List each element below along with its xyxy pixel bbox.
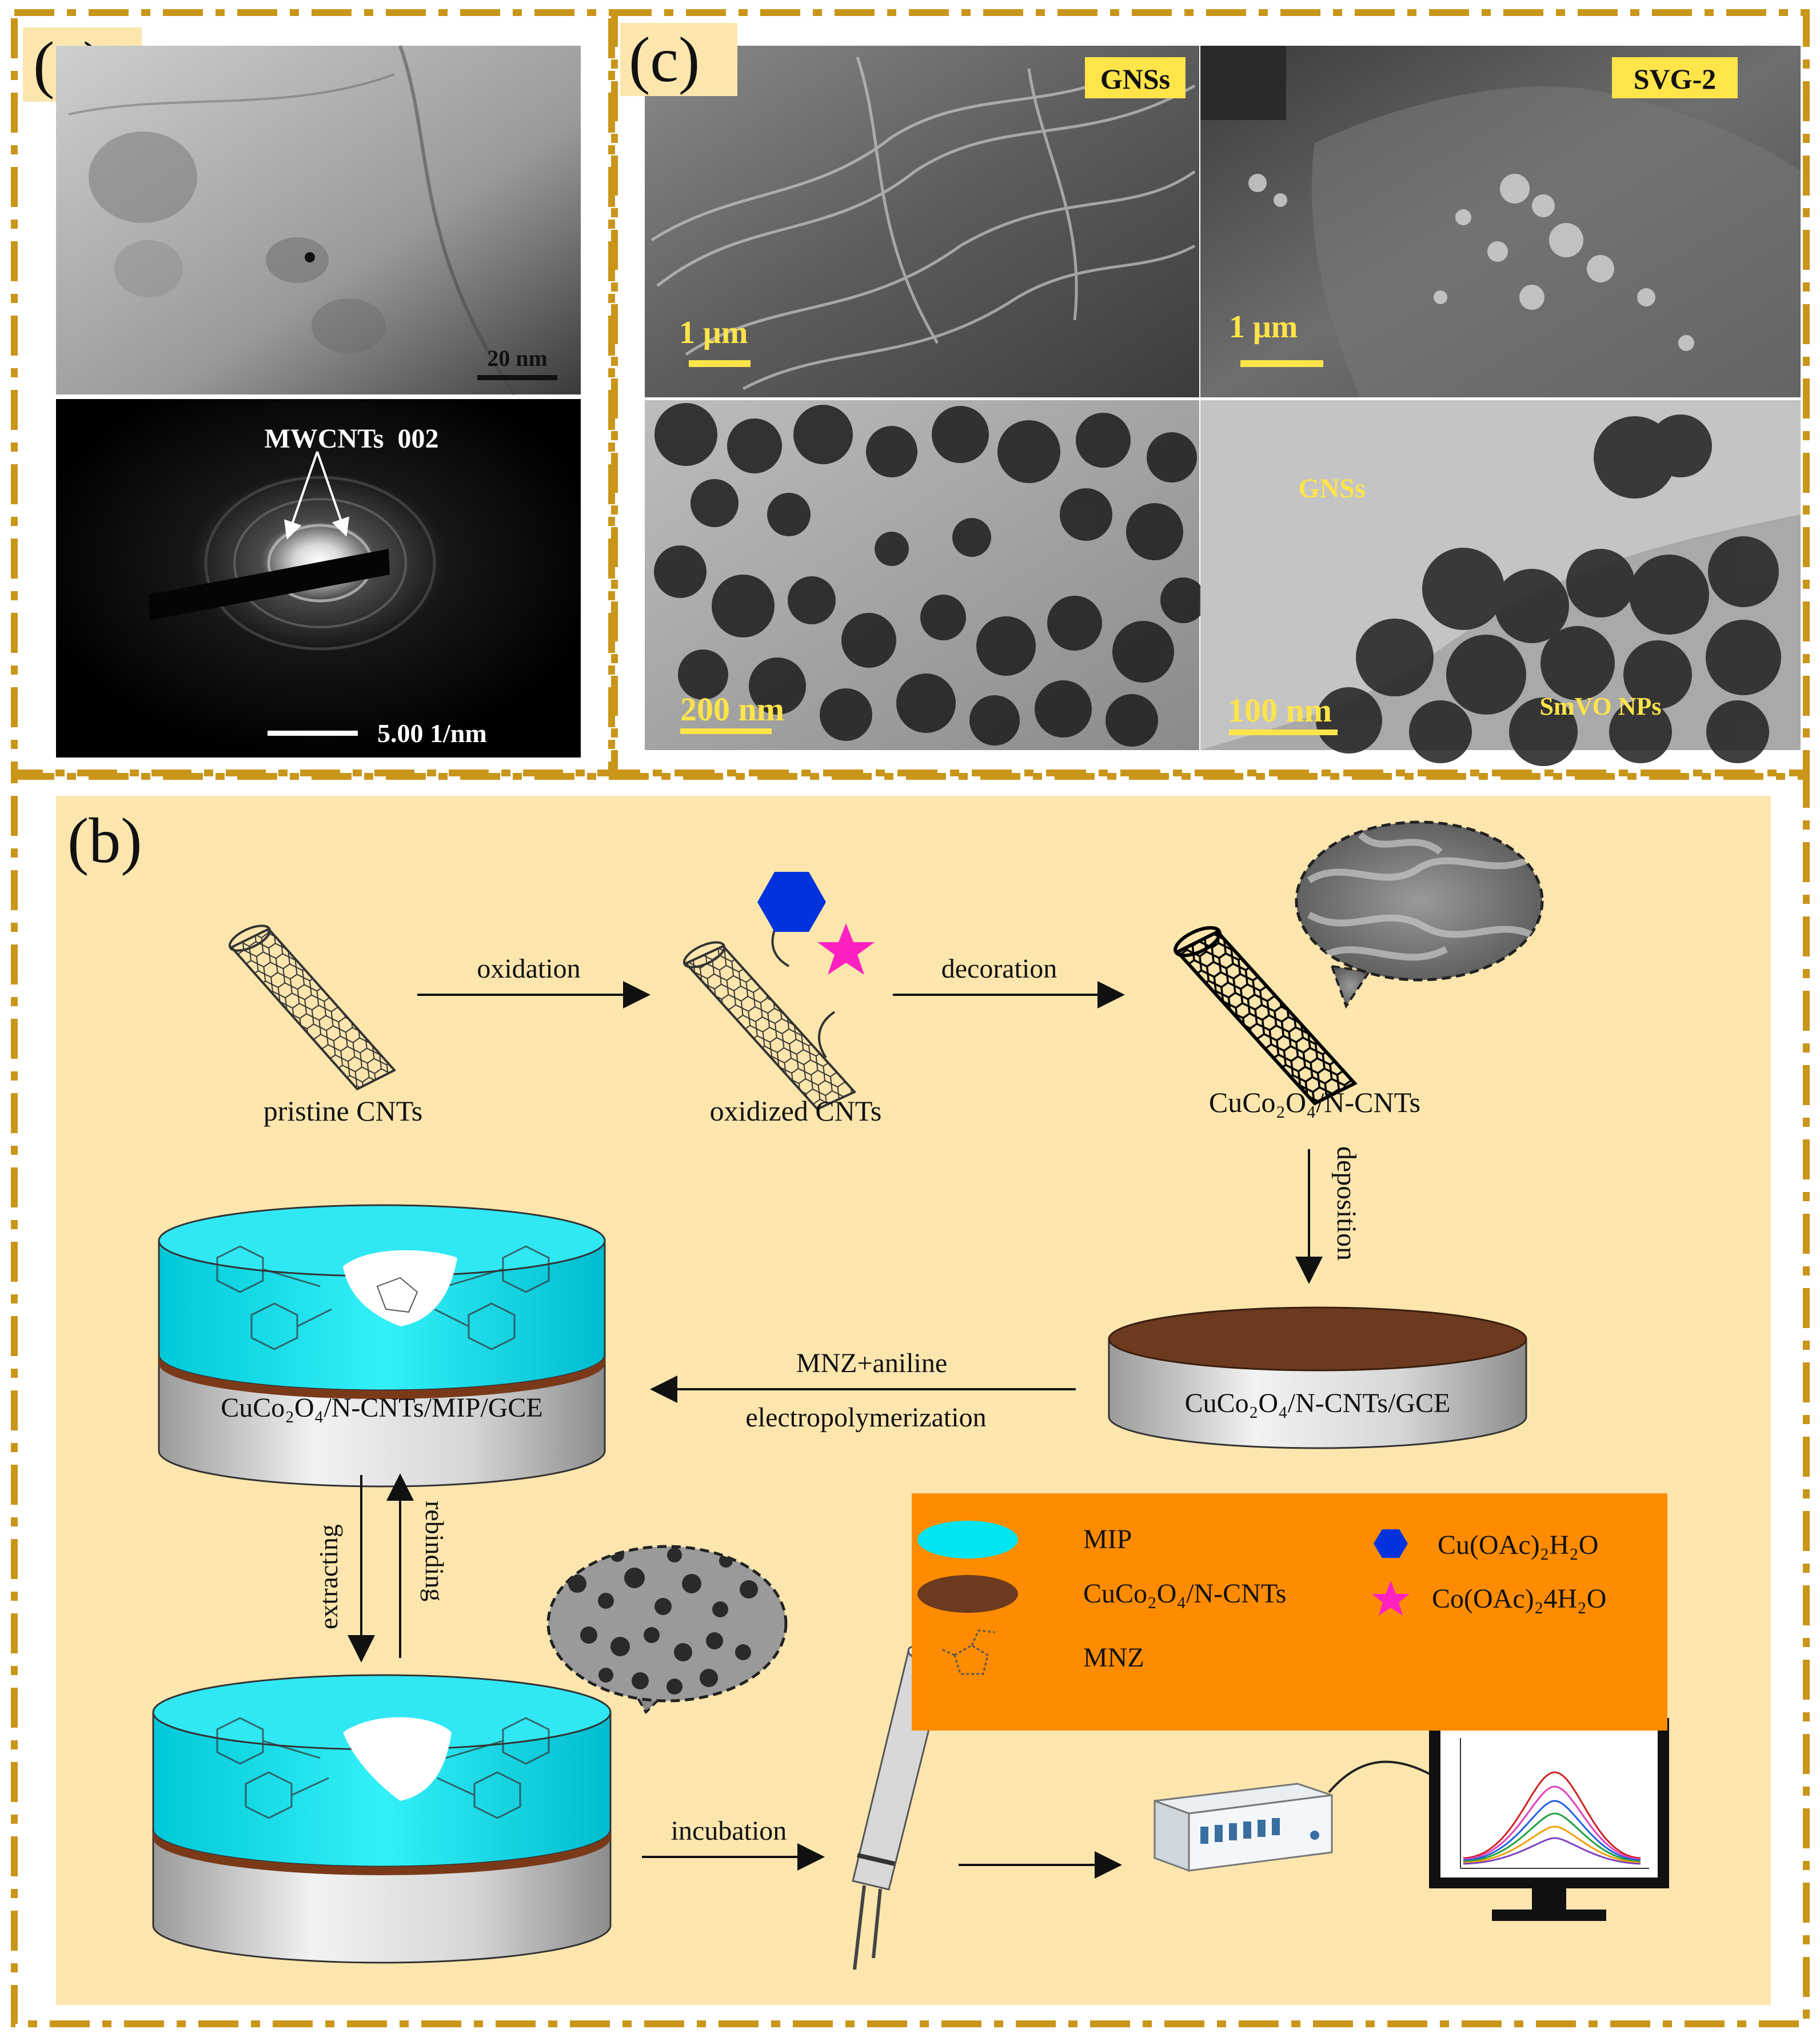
panel-frames bbox=[11, 9, 1810, 2027]
oxidized-cnt bbox=[682, 917, 857, 1111]
sem-scale-label-svg2: 1 μm bbox=[1229, 309, 1298, 345]
sem-tag-gns: GNSs bbox=[1100, 63, 1170, 95]
sem-tag-svg2: SVG-2 bbox=[1634, 63, 1716, 95]
tem-scale-label-200nm: 200 nm bbox=[680, 691, 784, 728]
tem-scale-label-100nm: 100 nm bbox=[1228, 692, 1332, 729]
workstation-icon bbox=[1154, 1783, 1333, 1872]
label-deposition: deposition bbox=[1331, 1146, 1362, 1261]
label-extracting: extracting bbox=[314, 1524, 343, 1629]
sem-particles bbox=[1248, 174, 1694, 351]
sem-scale-bar-svg2 bbox=[1240, 360, 1323, 367]
label-cuco-mip-gce: CuCo₂O₄/N-CNTs/MIP/GCE bbox=[221, 1393, 543, 1423]
sem-image-gns bbox=[645, 46, 1199, 397]
sem-tag-bg-gns bbox=[1085, 57, 1186, 98]
panel-c: GNSs 1 μm SVG-2 1 μm bbox=[620, 23, 1801, 766]
label-rebinding: rebinding bbox=[420, 1501, 449, 1601]
tem-np-label: SmVO NPs bbox=[1539, 692, 1661, 720]
panel-b: (b) pristine CNTs oxidation oxidized CNT… bbox=[56, 796, 1771, 2005]
panel-b-label: (b) bbox=[67, 806, 142, 876]
saed-ring bbox=[233, 498, 407, 628]
tem-particle bbox=[266, 237, 329, 283]
legend-co-star-icon bbox=[1372, 1581, 1410, 1616]
sem-bubble-porous bbox=[546, 1545, 788, 1715]
sem-tag-bg-svg2 bbox=[1612, 57, 1738, 98]
tem-particle bbox=[114, 240, 183, 297]
tem-gns-label: GNSs bbox=[1298, 473, 1365, 504]
label-electropolymerization: electropolymerization bbox=[745, 1402, 986, 1433]
legend-mnz-label: MNZ bbox=[1083, 1643, 1144, 1673]
electrode-mip-gce bbox=[158, 1204, 606, 1488]
legend-cuco-label: CuCo₂O₄/N-CNTs bbox=[1083, 1578, 1286, 1609]
sem-wrinkles bbox=[650, 57, 1196, 390]
frame-panel-b bbox=[11, 773, 1810, 2027]
legend-cu-hexagon-icon bbox=[1374, 1529, 1408, 1558]
label-incubation: incubation bbox=[671, 1816, 787, 1846]
label-oxidized-cnts: oxidized CNTs bbox=[710, 1095, 882, 1127]
label-pristine-cnts: pristine CNTs bbox=[264, 1095, 422, 1127]
tem-nanoparticles-left bbox=[654, 403, 1206, 747]
legend-mnz-icon bbox=[941, 1629, 995, 1675]
legend-cuco-swatch bbox=[917, 1575, 1018, 1613]
saed-scale-bar bbox=[268, 731, 358, 736]
saed-arrow bbox=[316, 451, 349, 537]
tem-particle bbox=[312, 298, 386, 353]
tem-fiber bbox=[398, 45, 516, 396]
tem-scale-bar-a bbox=[477, 375, 557, 380]
panel-c-label-bg bbox=[620, 23, 737, 96]
electrode-cuco-gce bbox=[1108, 1306, 1527, 1449]
co-star-icon bbox=[817, 923, 875, 975]
beam-stopper bbox=[149, 549, 390, 620]
sem-scale-label-gns: 1 μm bbox=[679, 315, 748, 350]
tem-fiber bbox=[68, 73, 395, 115]
saed-arrow bbox=[284, 451, 318, 540]
label-decoration: decoration bbox=[941, 954, 1057, 984]
legend-co-label: Co(OAc)₂4H₂O bbox=[1432, 1584, 1606, 1614]
tem-scale-bar-100nm bbox=[1229, 730, 1338, 735]
monitor-icon bbox=[1429, 1718, 1669, 1921]
tem-nanoparticles-right bbox=[1316, 414, 1781, 766]
cu-hexagon-icon bbox=[757, 872, 826, 932]
tem-scale-bar-200nm bbox=[680, 728, 772, 734]
panel-a: (a) 20 nm MWCNTs 002 5.00 1/nm bbox=[23, 27, 581, 758]
saed-scale-label: 5.00 1/nm bbox=[377, 719, 487, 748]
saed-ring bbox=[204, 476, 436, 651]
label-cuco-gce: CuCo₂O₄/N-CNTs/GCE bbox=[1185, 1388, 1451, 1418]
sem-dark-corner bbox=[1200, 46, 1286, 120]
cable bbox=[1328, 1760, 1432, 1793]
sem-bubble-cuco bbox=[1295, 820, 1544, 1009]
legend-box bbox=[912, 1493, 1667, 1731]
saed-annotation: MWCNTs 002 bbox=[265, 424, 439, 454]
tem-dot bbox=[305, 252, 315, 262]
panel-c-label: (c) bbox=[629, 25, 700, 95]
tem-particle bbox=[89, 131, 197, 223]
legend-mip-swatch bbox=[917, 1521, 1018, 1558]
label-oxidation: oxidation bbox=[477, 954, 580, 984]
legend-mip-label: MIP bbox=[1083, 1524, 1132, 1554]
electrode-extracted bbox=[152, 1674, 612, 1964]
label-mnz-aniline: MNZ+aniline bbox=[796, 1348, 947, 1378]
legend: MIP CuCo₂O₄/N-CNTs MNZ Cu(OAc)₂H₂O Co(OA… bbox=[912, 1493, 1667, 1731]
tem-scale-label-a: 20 nm bbox=[487, 345, 548, 371]
label-cuco-ncnts: CuCo₂O₄/N-CNTs bbox=[1209, 1086, 1420, 1118]
cuco-ncnt bbox=[1174, 926, 1358, 1106]
sem-scale-bar-gns bbox=[689, 360, 751, 367]
pristine-cnt bbox=[228, 924, 397, 1091]
legend-cu-label: Cu(OAc)₂H₂O bbox=[1438, 1530, 1598, 1560]
